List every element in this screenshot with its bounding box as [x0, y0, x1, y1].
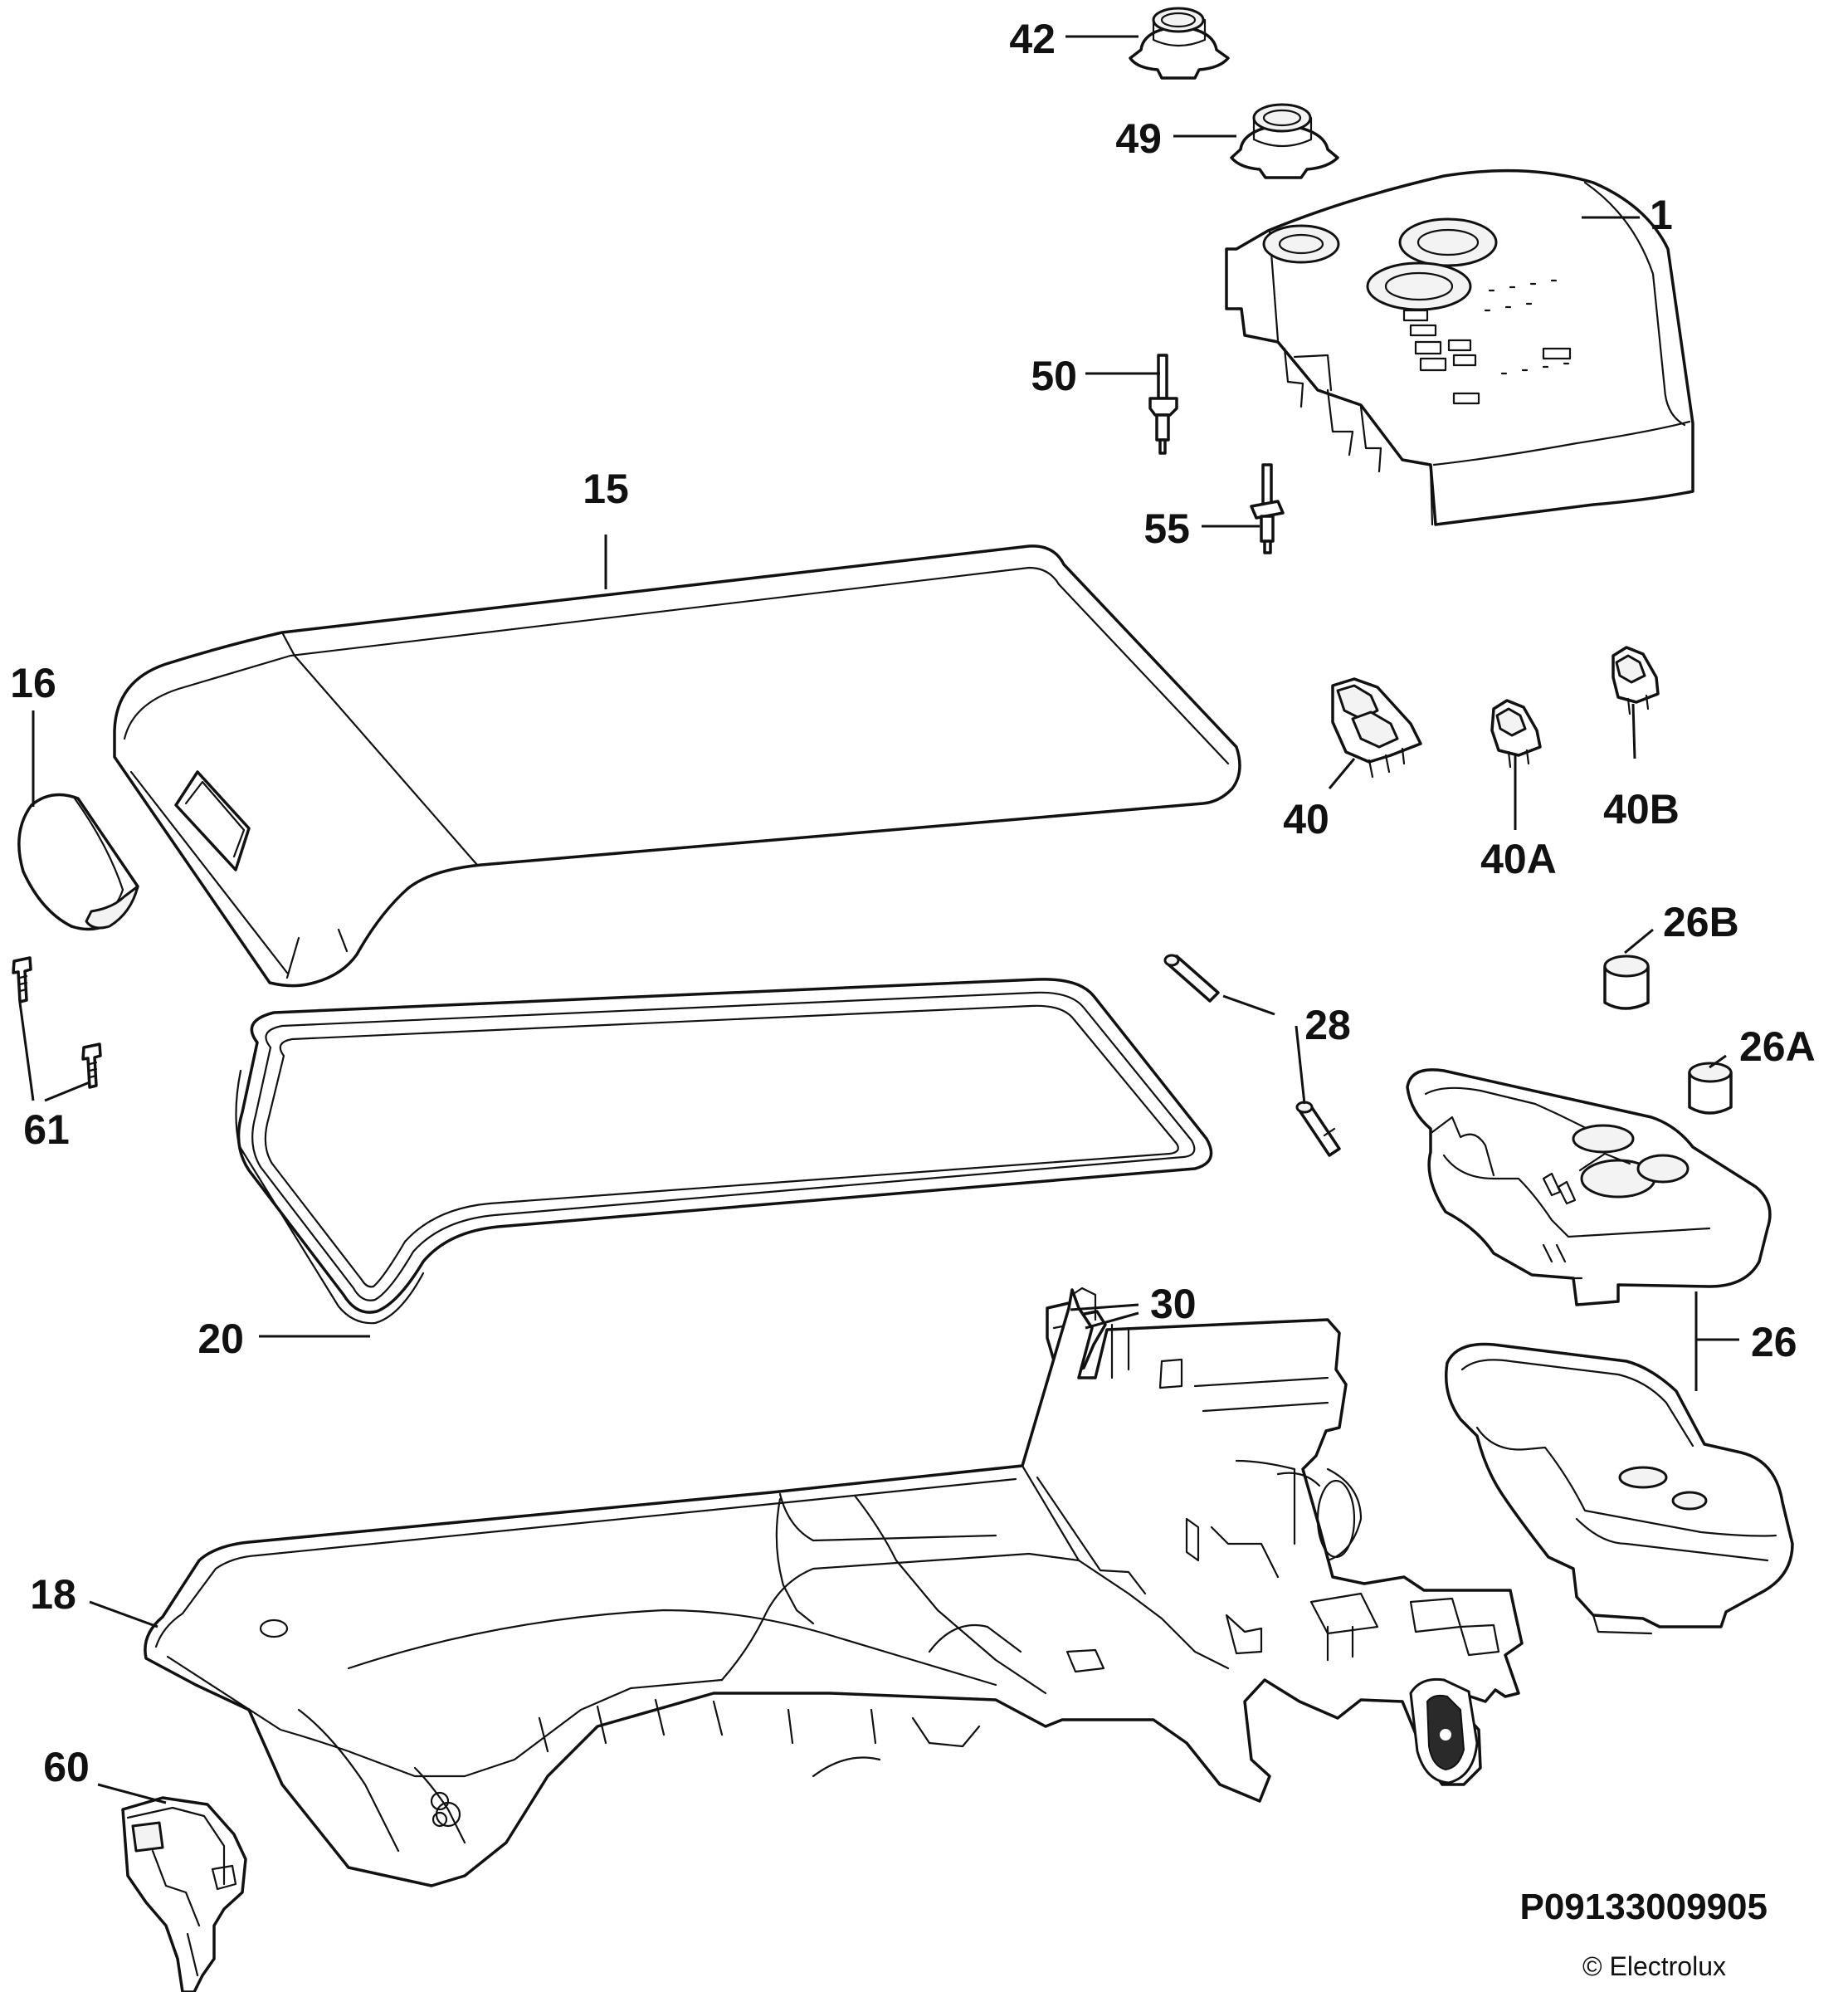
callout-50: 50 [1031, 353, 1077, 399]
part-40A-clip [1490, 699, 1542, 769]
copyright: © Electrolux [1582, 1951, 1726, 1981]
callout-labels: 42 49 1 50 55 15 16 40 40A 40B 26B 26A 2… [10, 16, 1816, 1790]
callout-55: 55 [1143, 505, 1190, 552]
callout-40: 40 [1283, 796, 1329, 842]
part-1-control-panel [1225, 168, 1694, 526]
callout-40B: 40B [1603, 786, 1680, 832]
part-26-detergent-drawer [1406, 1068, 1794, 1635]
callout-16: 16 [10, 660, 56, 706]
callout-42: 42 [1009, 16, 1056, 62]
leader-lines [18, 35, 1739, 1804]
part-50-pin [1148, 354, 1178, 455]
callout-1: 1 [1650, 192, 1673, 238]
part-40-clip [1331, 677, 1422, 779]
part-18-drawer-housing [144, 1286, 1524, 1887]
callout-26: 26 [1751, 1319, 1797, 1365]
callout-49: 49 [1115, 115, 1162, 162]
callout-60: 60 [43, 1744, 90, 1790]
callout-28: 28 [1304, 1002, 1351, 1048]
callout-26A: 26A [1739, 1023, 1816, 1070]
part-42-knob [1129, 7, 1230, 80]
callout-30: 30 [1150, 1281, 1197, 1327]
callout-18: 18 [30, 1571, 76, 1618]
part-26B-bushing [1603, 954, 1650, 1010]
part-55-pin [1250, 463, 1285, 554]
part-16-end-cap [17, 793, 139, 931]
part-26A-bushing [1688, 1062, 1733, 1115]
part-49-knob [1230, 103, 1339, 179]
callout-26B: 26B [1663, 899, 1739, 945]
part-28-pins [1163, 954, 1341, 1157]
callout-61: 61 [23, 1106, 70, 1153]
callout-20: 20 [197, 1316, 244, 1362]
callout-40A: 40A [1480, 836, 1557, 882]
callout-15: 15 [583, 466, 629, 512]
part-40B-clip [1612, 646, 1660, 715]
document-number: P09133009905 [1519, 1887, 1768, 1927]
part-60-latch [121, 1796, 247, 1992]
part-15-lid [113, 544, 1241, 988]
part-61-screws [12, 956, 102, 1089]
part-20-seal-gasket [235, 978, 1213, 1325]
